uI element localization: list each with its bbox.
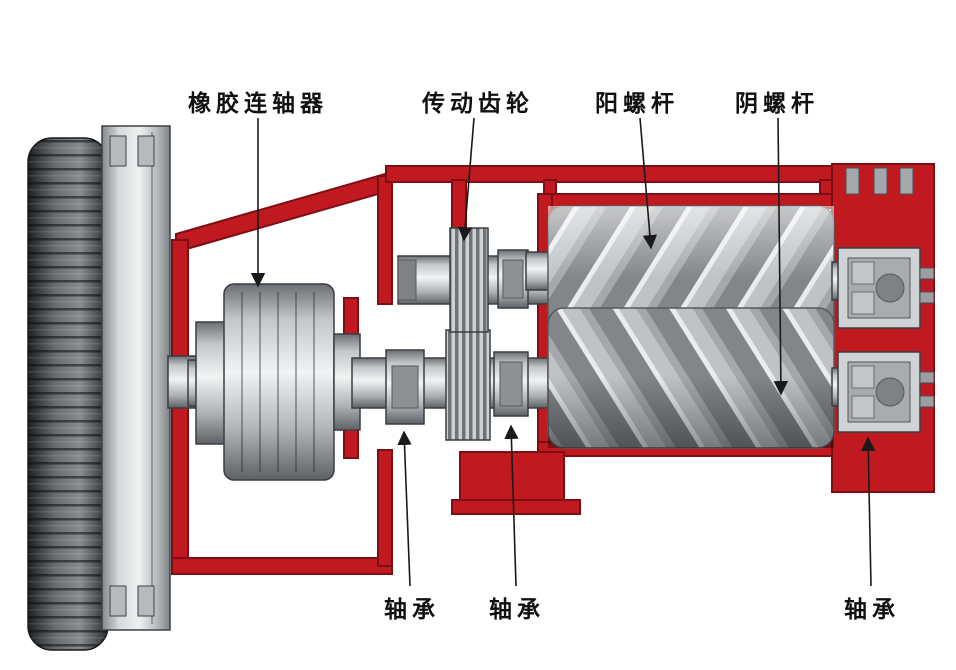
drive-train	[187, 227, 549, 481]
leader-bearing-mid	[504, 424, 519, 587]
upper-roller-bearing	[837, 247, 921, 329]
leader-male-screw	[639, 117, 658, 250]
upper-drive-gear	[449, 227, 489, 333]
label-drive-gear: 传动齿轮	[422, 91, 534, 117]
lower-drive-gear	[445, 329, 491, 441]
leader-lines	[250, 117, 876, 587]
label-coupling: 橡胶连轴器	[188, 91, 328, 117]
lower-roller-bearing	[837, 351, 921, 433]
end-cap-bolts	[845, 167, 935, 408]
lower-shaft-bearing	[385, 349, 425, 425]
screw-rotors	[525, 205, 855, 449]
upper-shaft-bearing	[497, 249, 529, 309]
label-female-screw: 阴螺杆	[735, 91, 819, 117]
lower-shaft-bearing-right	[493, 351, 529, 417]
label-male-screw: 阳螺杆	[595, 91, 679, 117]
label-bearing-right: 轴承	[844, 597, 900, 623]
rubber-coupling	[223, 283, 335, 481]
leader-drive-gear	[457, 117, 475, 242]
label-bearing-mid: 轴承	[489, 597, 545, 623]
leader-bearing-right	[861, 436, 876, 587]
flange-bolts	[109, 135, 155, 617]
label-bearing-left: 轴承	[384, 597, 440, 623]
leader-bearing-left	[397, 430, 412, 587]
leader-female-screw	[773, 117, 789, 396]
discharge-end-bearings	[837, 167, 935, 433]
